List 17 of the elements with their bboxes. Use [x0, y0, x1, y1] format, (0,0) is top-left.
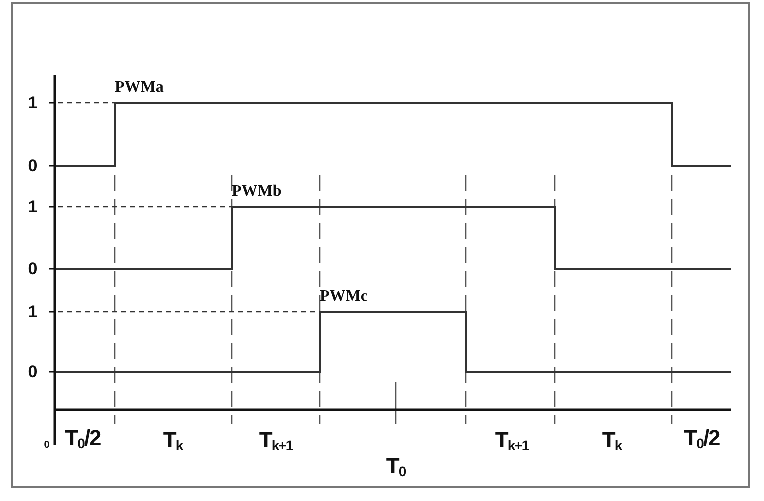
level-label: 0: [28, 364, 38, 380]
interval-label: T$_{0}$/2: [684, 428, 720, 450]
signal-label: PWMb: [232, 184, 282, 200]
interval-label: T$_{k}$: [163, 430, 183, 452]
interval-label: T$_{k+1}$: [259, 430, 293, 452]
level-label: 0: [28, 158, 38, 174]
interval-label: T$_{0}$/2: [65, 428, 101, 450]
level-label: 1: [28, 198, 38, 216]
level-label: 0: [28, 260, 38, 278]
interval-label: T$_{k}$: [602, 430, 622, 452]
signal-label: PWMc: [320, 289, 368, 305]
level-label: 1: [28, 94, 38, 112]
level-label: 1: [28, 304, 38, 320]
interval-label: T$_{k+1}$: [495, 430, 529, 452]
signal-label: PWMa: [115, 80, 164, 96]
interval-label: T$_{0}$: [386, 456, 406, 478]
origin-label: 0: [44, 441, 50, 451]
